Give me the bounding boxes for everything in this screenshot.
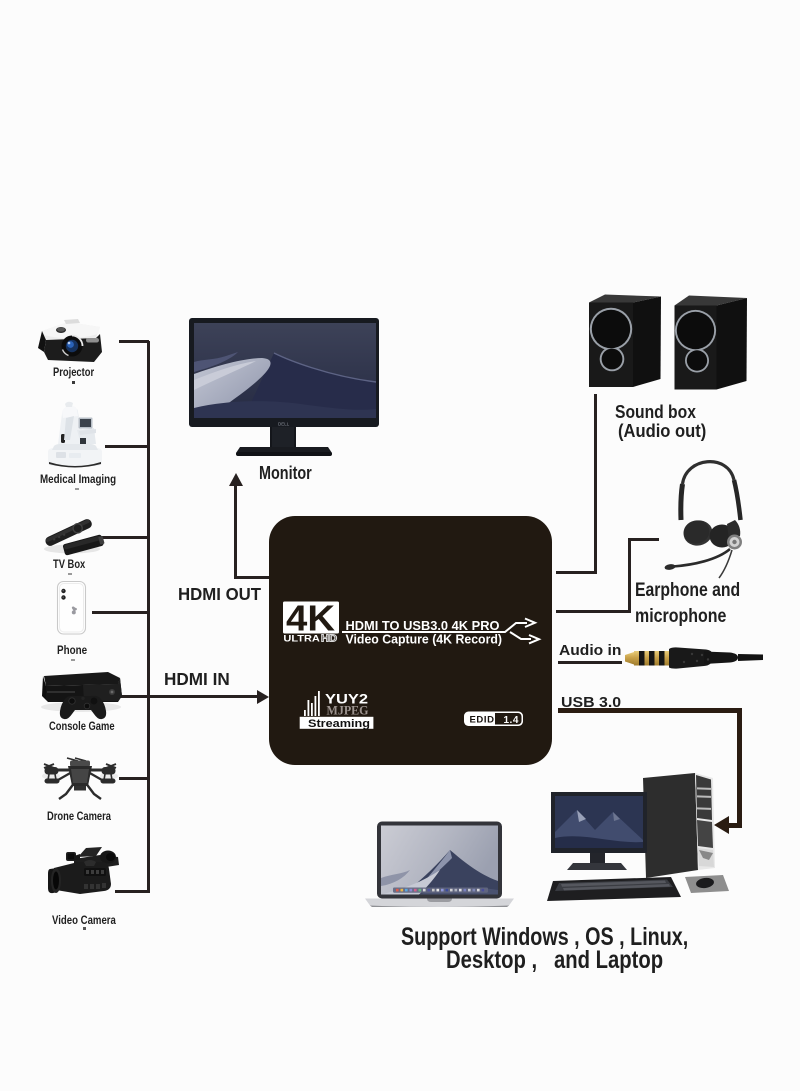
svg-text:EDID: EDID (470, 715, 495, 726)
svg-text:1.4: 1.4 (504, 715, 519, 726)
svg-text:4K: 4K (286, 598, 335, 639)
svg-text:ULTRA: ULTRA (283, 633, 320, 644)
svg-text:Streaming: Streaming (308, 718, 370, 730)
svg-text:YUY2: YUY2 (325, 691, 368, 707)
svg-text:HD: HD (321, 633, 337, 644)
svg-text:HDMI TO USB3.0 4K PRO: HDMI TO USB3.0 4K PRO (346, 618, 500, 633)
svg-text:DELL: DELL (278, 422, 290, 427)
svg-text:MJPEG: MJPEG (327, 702, 369, 717)
svg-text:Video Capture (4K Record): Video Capture (4K Record) (346, 632, 503, 647)
